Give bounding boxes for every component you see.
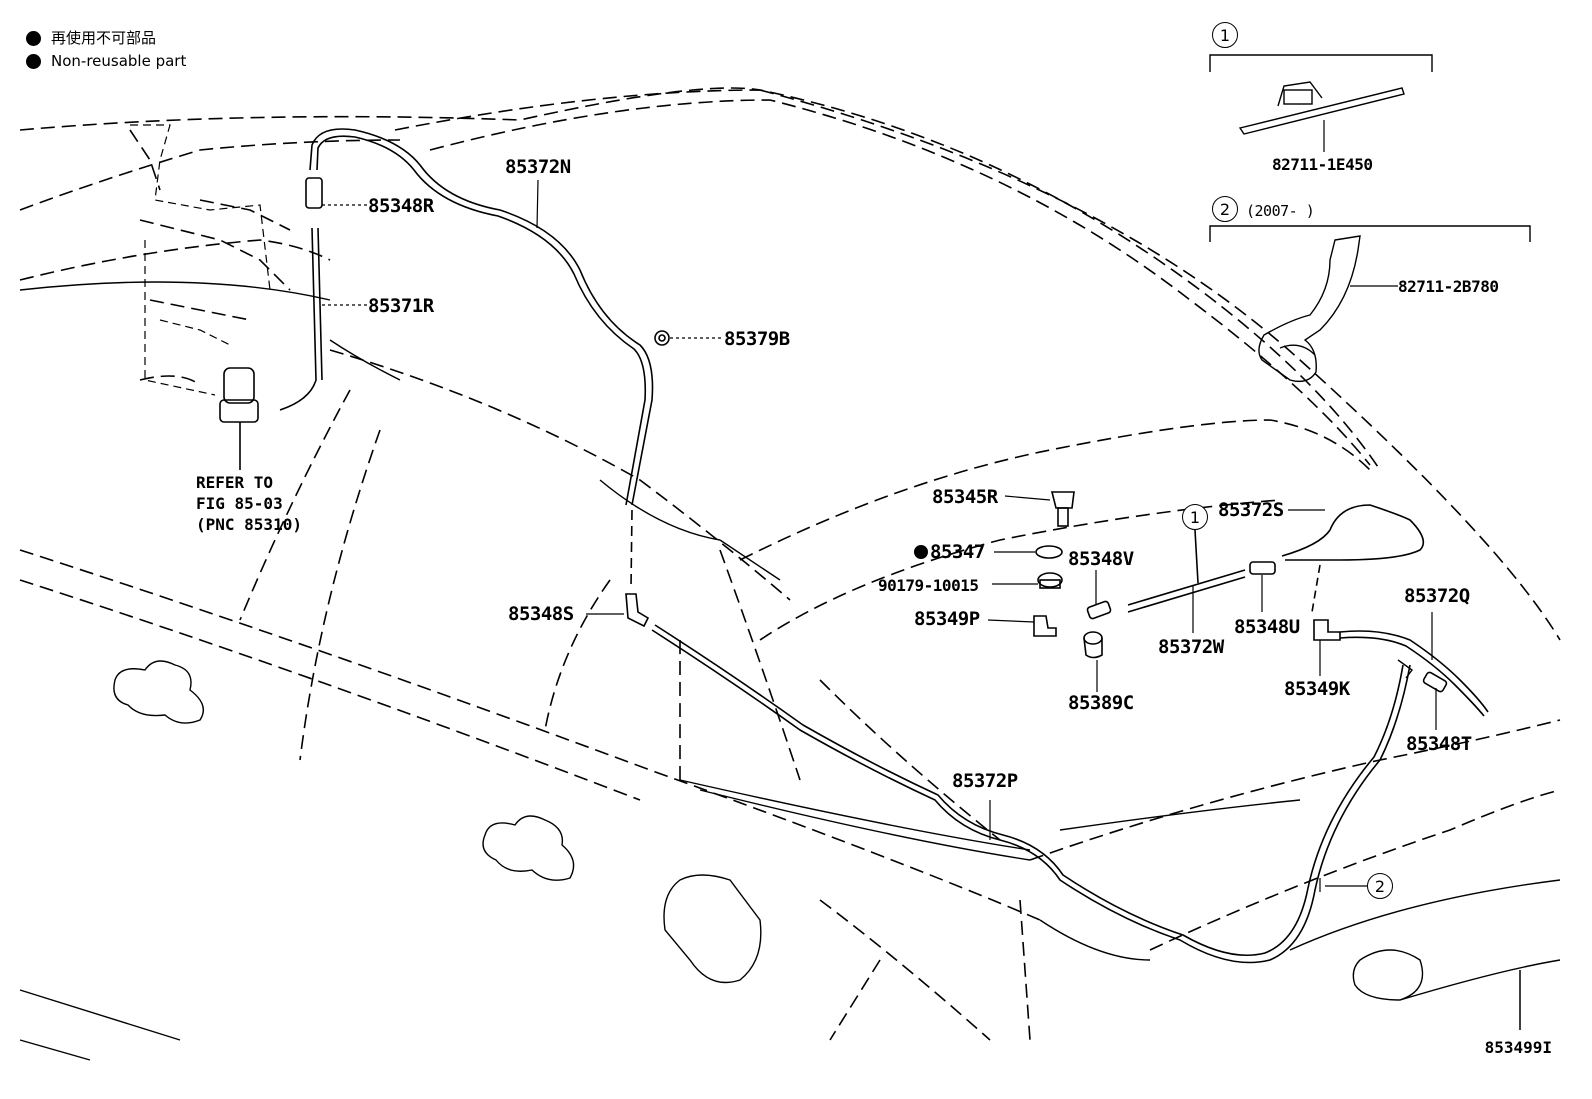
legend-text-en: Non-reusable part [51,52,187,70]
part-label-82711-1E450: 82711-1E450 [1272,155,1373,174]
part-label-90179-10015: 90179-10015 [878,576,979,595]
part-label-85372N: 85372N [505,156,571,178]
part-label-85372S: 85372S [1218,499,1284,521]
hose-85372Q [1339,630,1489,717]
part-label-85372Q: 85372Q [1404,585,1470,607]
callout-2-marker: 2 [1367,873,1393,899]
part-label-85379B: 85379B [724,328,790,350]
door-handle-rear [482,815,575,881]
drawing-number: 853499I [1484,1038,1552,1057]
reference-line-1: REFER TO [196,473,274,492]
gasket-85347 [1035,545,1063,559]
tail-lamp [1352,949,1424,1001]
elbow-85348S [625,593,650,628]
legend-row-en: Non-reusable part [26,50,186,73]
part-label-85372W: 85372W [1158,636,1224,658]
legend: 再使用不可部品 Non-reusable part [26,27,186,73]
hose-85372P [651,624,1411,964]
inset-1-bracket [1209,54,1433,72]
part-label-85348R: 85348R [368,195,434,217]
hose-85372W [1127,569,1246,613]
inset-2-bracket [1209,225,1531,242]
wiper-arm-82711-1E450 [1238,81,1405,135]
part-label-85371R: 85371R [368,295,434,317]
washer-tank [130,124,271,396]
callout-2-inset: 2 [1212,196,1238,222]
reference-line-2: FIG 85-03 [196,494,283,513]
reference-note: REFER TO FIG 85-03 (PNC 85310) [196,472,302,535]
leader-lines [322,120,1521,1030]
fuel-lid [663,874,762,984]
tee-85349K [1313,619,1341,641]
part-label-85389C: 85389C [1068,692,1134,714]
part-label-85347-text: 85347 [930,541,985,563]
clip-85379B [654,330,670,346]
part-label-85348S: 85348S [508,603,574,625]
part-label-85348T: 85348T [1406,733,1472,755]
part-label-85372P: 85372P [952,770,1018,792]
reference-line-3: (PNC 85310) [196,515,302,534]
hose-85371R [279,227,323,411]
washer-pump [219,367,259,470]
car-body-solid [19,281,1561,1061]
connector-85348T [1422,671,1448,693]
part-label-85349K: 85349K [1284,678,1350,700]
nozzle-85345R [1050,491,1075,527]
legend-row-jp: 再使用不可部品 [26,27,186,50]
car-body-outline [19,87,1561,1041]
connector-85348U [1249,561,1276,575]
hose-85372S [1281,504,1425,561]
callout-1-marker: 1 [1182,504,1208,530]
wiper-cover-82711-2B780 [1258,235,1361,383]
part-label-85348U: 85348U [1234,616,1300,638]
grommet-85389C [1083,631,1103,659]
part-label-85345R: 85345R [932,486,998,508]
elbow-85349P [1033,615,1057,637]
legend-text-jp: 再使用不可部品 [51,29,157,47]
nut-90179 [1037,572,1063,589]
part-label-82711-2B780: 82711-2B780 [1398,277,1499,296]
non-reusable-dot-icon [26,31,41,46]
non-reusable-dot-icon [26,54,41,69]
connector-85348V [1086,600,1112,620]
connector-85348R [305,177,323,209]
part-label-85348V: 85348V [1068,548,1134,570]
non-reusable-dot-icon [914,545,928,559]
callout-1-inset: 1 [1212,22,1238,48]
hose-85372N [309,128,654,506]
part-label-85347: 85347 [914,541,985,563]
door-handle-front [113,660,204,724]
callout-2-date-note: (2007- ) [1246,202,1315,220]
part-label-85349P: 85349P [914,608,980,630]
